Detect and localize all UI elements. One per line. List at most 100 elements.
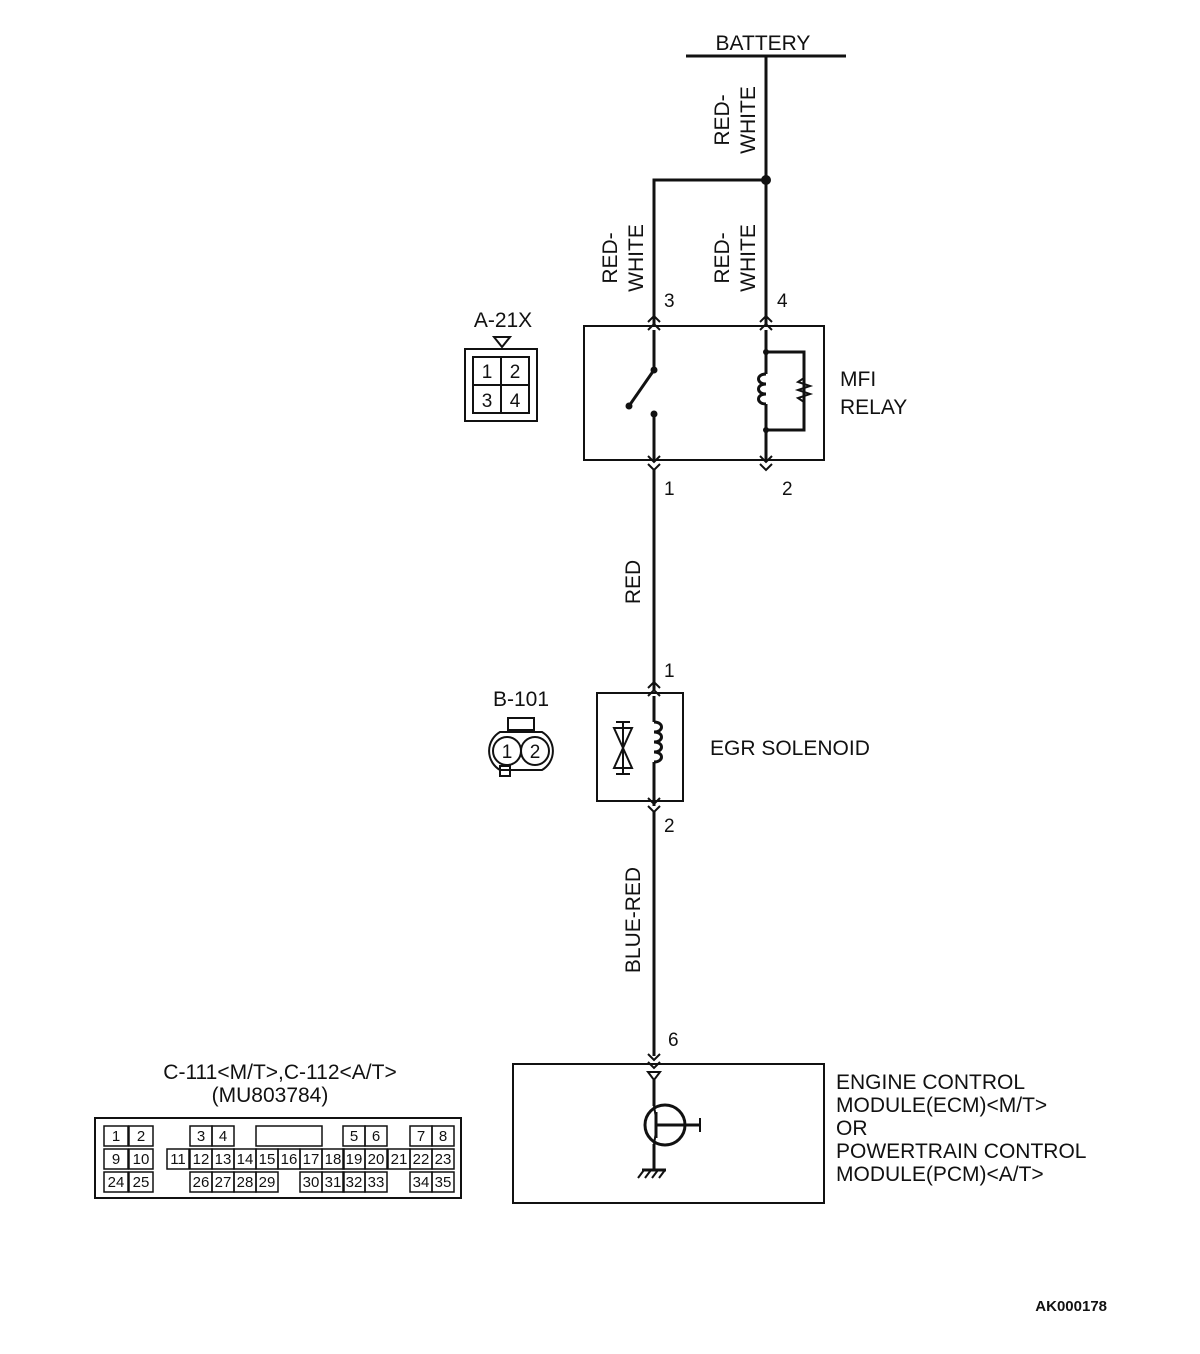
ecm-connector-cell-label: 10 bbox=[133, 1151, 150, 1168]
wire-label-relay-pin4-line1: RED- bbox=[711, 232, 734, 283]
ecm-connector-cell bbox=[364, 1125, 388, 1147]
ecm-connector-cell-label: 16 bbox=[281, 1151, 298, 1168]
connector-key-icon bbox=[491, 336, 513, 349]
relay-coil-icon bbox=[757, 330, 814, 460]
ecm-name-line1: ENGINE CONTROL bbox=[836, 1071, 1025, 1094]
relay-pin3-terminal-icon bbox=[647, 314, 661, 323]
relay-connector-cell-2: 2 bbox=[510, 362, 521, 383]
ecm-connector-cell-label: 17 bbox=[303, 1151, 320, 1168]
ecm-connector-cell bbox=[431, 1148, 455, 1170]
wire-label-battery-feed: RED-WHITE bbox=[711, 86, 760, 154]
ecm-connector-cell-label: 18 bbox=[325, 1151, 342, 1168]
relay-connector-cell-4: 4 bbox=[510, 391, 521, 412]
ecm-connector-cell-label: 34 bbox=[413, 1174, 430, 1191]
ecm-connector-cell-label: 8 bbox=[439, 1128, 447, 1145]
relay-pin-4: 4 bbox=[777, 291, 788, 312]
ecm-connector-cell-label: 20 bbox=[368, 1151, 385, 1168]
solenoid-coil-icon bbox=[652, 696, 663, 806]
battery-terminal: BATTERY bbox=[686, 32, 846, 58]
ecm-connector-cell bbox=[128, 1125, 154, 1147]
ecm-connector-cell-label: 26 bbox=[193, 1174, 210, 1191]
solenoid-pin-2: 2 bbox=[664, 816, 675, 837]
ecm-connector-cell bbox=[321, 1148, 345, 1170]
ecm-connector-cell-label: 14 bbox=[237, 1151, 254, 1168]
ecm-connector-cell bbox=[103, 1148, 129, 1170]
ecm-connector-cell bbox=[128, 1148, 154, 1170]
ecm-connector-cell bbox=[103, 1125, 129, 1147]
ecm-connector-cell-label: 4 bbox=[219, 1128, 227, 1145]
relay-connector-label: A-21X bbox=[474, 309, 532, 332]
relay-pin1-terminal-icon bbox=[647, 455, 661, 464]
wire-label-relay-pin3: RED-WHITE bbox=[599, 224, 648, 292]
solenoid-name: EGR SOLENOID bbox=[710, 737, 870, 760]
relay-pin-3: 3 bbox=[664, 291, 675, 312]
relay-pin4-terminal-icon bbox=[759, 314, 773, 323]
relay-switch-icon bbox=[625, 330, 658, 460]
ecm-connector-cell bbox=[321, 1171, 345, 1193]
ecm-connector-cell bbox=[431, 1171, 455, 1193]
ecm-connector-cell-label: 11 bbox=[170, 1151, 186, 1168]
ecm-connector-cell-label: 28 bbox=[237, 1174, 254, 1191]
ecm-connector-cell bbox=[364, 1171, 388, 1193]
wire-label-red: RED bbox=[622, 560, 645, 604]
relay-pin-1: 1 bbox=[664, 479, 675, 500]
ecm-connector-cell-label: 35 bbox=[435, 1174, 452, 1191]
ground-icon bbox=[637, 1168, 666, 1179]
ecm-connector-cell-label: 1 bbox=[112, 1128, 120, 1145]
relay-resistor-icon bbox=[794, 377, 814, 403]
ecm-connector-cell-label: 31 bbox=[325, 1174, 342, 1191]
relay-pin-2: 2 bbox=[782, 479, 793, 500]
ecm-module: 6 ENGINE CONTROL MODULE(ECM)<M/T> OR POW… bbox=[512, 1030, 1086, 1204]
ecm-connector-cell-label: 27 bbox=[215, 1174, 232, 1191]
ecm-connector-cell-label: 6 bbox=[372, 1128, 380, 1145]
ecm-connector-cell-label: 5 bbox=[350, 1128, 358, 1145]
wire-label-blue-red: BLUE-RED bbox=[622, 867, 645, 973]
ecm-name-line3: OR bbox=[836, 1117, 868, 1140]
ecm-connector-cell bbox=[166, 1148, 190, 1170]
wire-label-relay-pin3-line1: RED- bbox=[599, 232, 622, 283]
transistor-icon bbox=[643, 1071, 701, 1170]
relay-pin4-wire: RED-WHITE bbox=[711, 180, 768, 325]
ecm-connector-cell-label: 19 bbox=[346, 1151, 363, 1168]
relay-name-line1: MFI bbox=[840, 368, 876, 391]
ecm-pin6-terminal-icon bbox=[647, 1053, 661, 1062]
ecm-connector-label-line1: C-111<M/T>,C-112<A/T> bbox=[163, 1061, 396, 1084]
egr-solenoid: 1 2 EGR SOLENOID bbox=[596, 661, 870, 837]
ecm-connector-cell-label: 33 bbox=[368, 1174, 385, 1191]
wire-label-battery-feed-line1: RED- bbox=[711, 94, 734, 145]
solenoid-connector-cell-1: 1 bbox=[502, 742, 513, 763]
ecm-pin-6: 6 bbox=[668, 1030, 679, 1051]
ecm-connector-cell-label: 21 bbox=[391, 1151, 408, 1168]
ecm-connector-cell bbox=[211, 1125, 235, 1147]
ecm-connector-blank-cell bbox=[255, 1125, 323, 1147]
battery-label: BATTERY bbox=[716, 32, 811, 55]
ecm-connector-label-line2: (MU803784) bbox=[212, 1084, 329, 1107]
solenoid-connector-b101: B-101 1 2 bbox=[488, 688, 554, 777]
ecm-connector-cell bbox=[103, 1171, 129, 1193]
ecm-connector-cell-label: 32 bbox=[346, 1174, 363, 1191]
ecm-connector-cell bbox=[431, 1125, 455, 1147]
solenoid-valve-icon bbox=[612, 721, 634, 775]
ecm-connector-cell-label: 23 bbox=[435, 1151, 452, 1168]
ecm-connector-cell-label: 22 bbox=[413, 1151, 430, 1168]
ecm-connector-cell-label: 2 bbox=[137, 1128, 145, 1145]
relay-pin3-wire: RED-WHITE bbox=[599, 178, 766, 325]
ecm-connector-cell-label: 3 bbox=[197, 1128, 205, 1145]
relay-pin2-terminal-icon bbox=[759, 455, 773, 464]
solenoid-pin1-terminal-icon bbox=[647, 680, 661, 689]
ecm-connector-cell-label: 9 bbox=[112, 1151, 120, 1168]
ecm-name-line4: POWERTRAIN CONTROL bbox=[836, 1140, 1086, 1163]
ecm-connector-cell-label: 30 bbox=[303, 1174, 320, 1191]
battery-feed-wire: RED-WHITE bbox=[711, 56, 768, 180]
relay-connector-cell-3: 3 bbox=[482, 391, 493, 412]
ecm-connector-cell-label: 7 bbox=[417, 1128, 425, 1145]
ecm-connector-cell-label: 25 bbox=[133, 1174, 150, 1191]
ecm-connector-cell-label: 12 bbox=[193, 1151, 210, 1168]
ecm-connector-cell-label: 24 bbox=[108, 1174, 125, 1191]
ecm-connector-cell bbox=[128, 1171, 154, 1193]
ecm-name-line2: MODULE(ECM)<M/T> bbox=[836, 1094, 1047, 1117]
wire-label-relay-pin3-line2: WHITE bbox=[625, 224, 648, 292]
ecm-connector-cell-label: 15 bbox=[259, 1151, 276, 1168]
